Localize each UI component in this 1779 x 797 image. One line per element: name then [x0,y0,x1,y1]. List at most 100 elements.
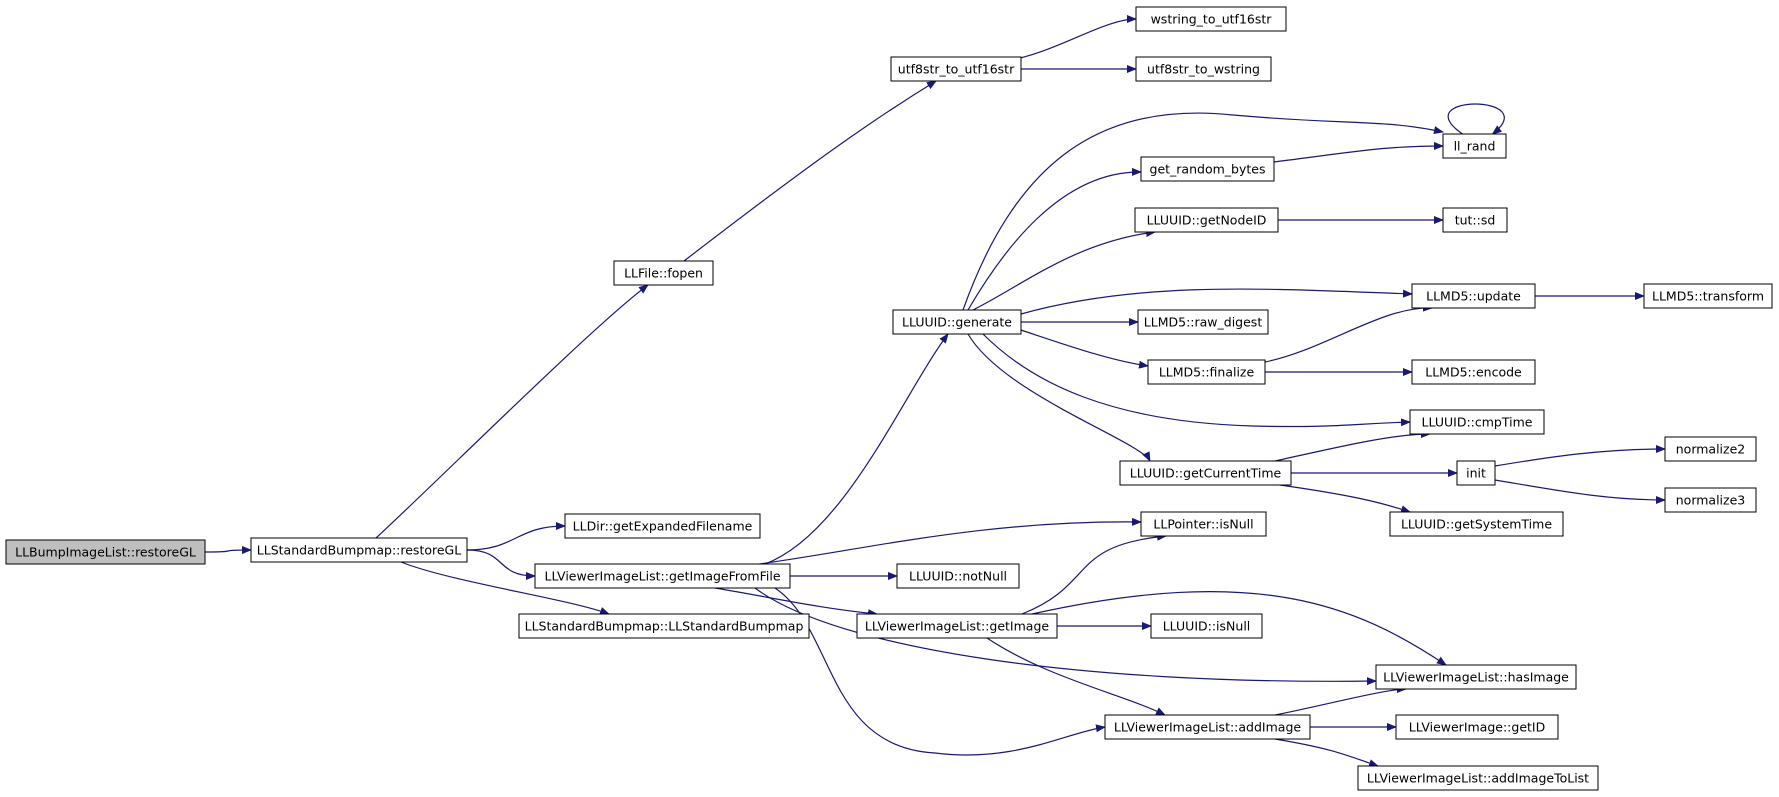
function-node-fopen[interactable]: LLFile::fopen [613,260,714,286]
function-node-utf8-u16[interactable]: utf8str_to_utf16str [890,56,1022,82]
node-box [564,513,761,539]
call-edge-generate-to-get_random_bytes [967,167,1142,311]
node-label: tut::sd [1455,213,1496,228]
node-box [1119,460,1292,486]
function-node-tut-sd[interactable]: tut::sd [1442,207,1508,233]
function-node-normalize2[interactable]: normalize2 [1664,436,1757,462]
call-edge-generate-to-md5_finalize [1020,329,1149,369]
function-node-notnull[interactable]: LLUUID::notNull [896,563,1020,589]
function-node-utf8-wstr[interactable]: utf8str_to_wstring [1135,56,1272,82]
node-box [856,613,1058,639]
node-label: init [1466,466,1486,481]
node-label: LLStandardBumpmap::restoreGL [257,543,461,558]
call-edge-init-to-normalize2 [1494,445,1666,467]
call-edge-addImage-to-addImageToList [1274,738,1379,767]
node-label: LLDir::getExpandedFilename [573,519,753,534]
node-box [1456,460,1496,486]
node-box [1134,207,1279,233]
function-node-getsystemtime[interactable]: LLUUID::getSystemTime [1389,511,1564,537]
function-node-md5-finalize[interactable]: LLMD5::finalize [1147,359,1266,385]
node-box [1137,309,1269,335]
function-node-img-getid[interactable]: LLViewerImage::getID [1395,714,1559,740]
function-node-ptr-isnull[interactable]: LLPointer::isNull [1140,511,1267,537]
node-box [1411,359,1536,385]
node-box [1147,359,1266,385]
function-node-ll-rand[interactable]: ll_rand [1442,133,1507,159]
node-label: utf8str_to_wstring [1147,62,1260,77]
call-edge-init-to-normalize3 [1494,479,1666,504]
call-edge-getCurrentTime-to-getSystemTime [1279,484,1411,513]
function-node-addimage[interactable]: LLViewerImageList::addImage [1104,714,1311,740]
call-edge-utf8_u16-to-wstr_u16 [1015,15,1137,60]
node-box [1140,511,1267,537]
function-node-wstr-u16[interactable]: wstring_to_utf16str [1135,6,1287,32]
function-node-restoregl-bump[interactable]: LLBumpImageList::restoreGL [5,539,206,565]
node-label: LLPointer::isNull [1153,517,1253,532]
call-edge-restoreGL_std-to-stdBumpCtor [400,561,610,615]
function-node-normalize3[interactable]: normalize3 [1664,487,1757,513]
call-edge-getImageFromFile-to-ptr_isNull [744,517,1142,567]
node-label: LLViewerImageList::hasImage [1383,670,1569,685]
node-box [1357,765,1599,791]
function-node-cmptime[interactable]: LLUUID::cmpTime [1409,409,1545,435]
node-label: LLMD5::raw_digest [1144,315,1263,330]
call-edge-getImageFromFile-to-getImage [714,587,878,618]
call-edge-generate-to-md5_update [1020,288,1413,315]
node-label: LLMD5::transform [1652,289,1764,304]
function-node-stdbumpctor[interactable]: LLStandardBumpmap::LLStandardBumpmap [518,613,810,639]
function-node-md5-transform[interactable]: LLMD5::transform [1643,283,1773,309]
call-edge-getImage-to-hasImage [1031,590,1447,666]
node-label: utf8str_to_utf16str [898,62,1015,77]
node-box [1442,207,1508,233]
function-node-get-random-bytes[interactable]: get_random_bytes [1140,156,1275,182]
node-label: LLViewerImageList::addImage [1114,720,1301,735]
node-label: LLMD5::finalize [1159,365,1255,380]
node-label: LLUUID::generate [902,315,1012,330]
function-node-getimagefromfile[interactable]: LLViewerImageList::getImageFromFile [534,563,791,589]
node-label: LLUUID::notNull [909,569,1007,584]
node-label: LLViewerImageList::getImage [865,619,1049,634]
call-edge-generate-to-ll_rand [962,112,1444,311]
function-node-uuid-isnull[interactable]: LLUUID::isNull [1150,613,1263,639]
node-label: normalize2 [1676,442,1745,457]
function-node-restoregl-std[interactable]: LLStandardBumpmap::restoreGL [250,537,468,563]
node-box [1409,409,1545,435]
node-label: LLBumpImageList::restoreGL [15,545,196,560]
node-box [896,563,1020,589]
call-edges [204,15,1666,767]
call-edge-restoreGL_std-to-getExpanded [466,522,566,551]
node-label: LLViewerImageList::getImageFromFile [544,569,780,584]
node-label: ll_rand [1454,139,1496,154]
node-box [518,613,810,639]
node-label: get_random_bytes [1150,162,1266,177]
function-node-md5-update[interactable]: LLMD5::update [1411,283,1536,309]
call-edge-generate-to-cmpTime [982,333,1411,428]
node-box [1664,487,1757,513]
call-edge-restoreGL_bump-to-restoreGL_std [204,546,252,555]
node-box [890,56,1022,82]
function-node-getexpanded[interactable]: LLDir::getExpandedFilename [564,513,761,539]
call-edge-ll_rand-to-ll_rand [1447,103,1505,135]
node-box [1395,714,1559,740]
function-node-hasimage[interactable]: LLViewerImageList::hasImage [1375,664,1577,690]
node-box [534,563,791,589]
node-box [1664,436,1757,462]
node-label: LLMD5::encode [1425,365,1522,380]
function-node-getimage[interactable]: LLViewerImageList::getImage [856,613,1058,639]
node-box [1135,56,1272,82]
node-label: normalize3 [1676,493,1745,508]
function-node-init[interactable]: init [1456,460,1496,486]
call-edge-restoreGL_std-to-getImageFromFile [466,549,536,580]
call-edge-addImage-to-hasImage [1274,685,1407,716]
node-label: LLViewerImageList::addImageToList [1367,771,1589,786]
node-label: LLUUID::cmpTime [1422,415,1533,430]
function-node-getcurrenttime[interactable]: LLUUID::getCurrentTime [1119,460,1292,486]
function-node-generate[interactable]: LLUUID::generate [892,309,1022,335]
function-node-md5-encode[interactable]: LLMD5::encode [1411,359,1536,385]
node-box [1150,613,1263,639]
function-node-addimagetolist[interactable]: LLViewerImageList::addImageToList [1357,765,1599,791]
node-label: LLViewerImage::getID [1409,720,1545,735]
function-node-md5-raw-digest[interactable]: LLMD5::raw_digest [1137,309,1269,335]
node-label: LLUUID::getCurrentTime [1130,466,1282,481]
function-node-getnodeid[interactable]: LLUUID::getNodeID [1134,207,1279,233]
